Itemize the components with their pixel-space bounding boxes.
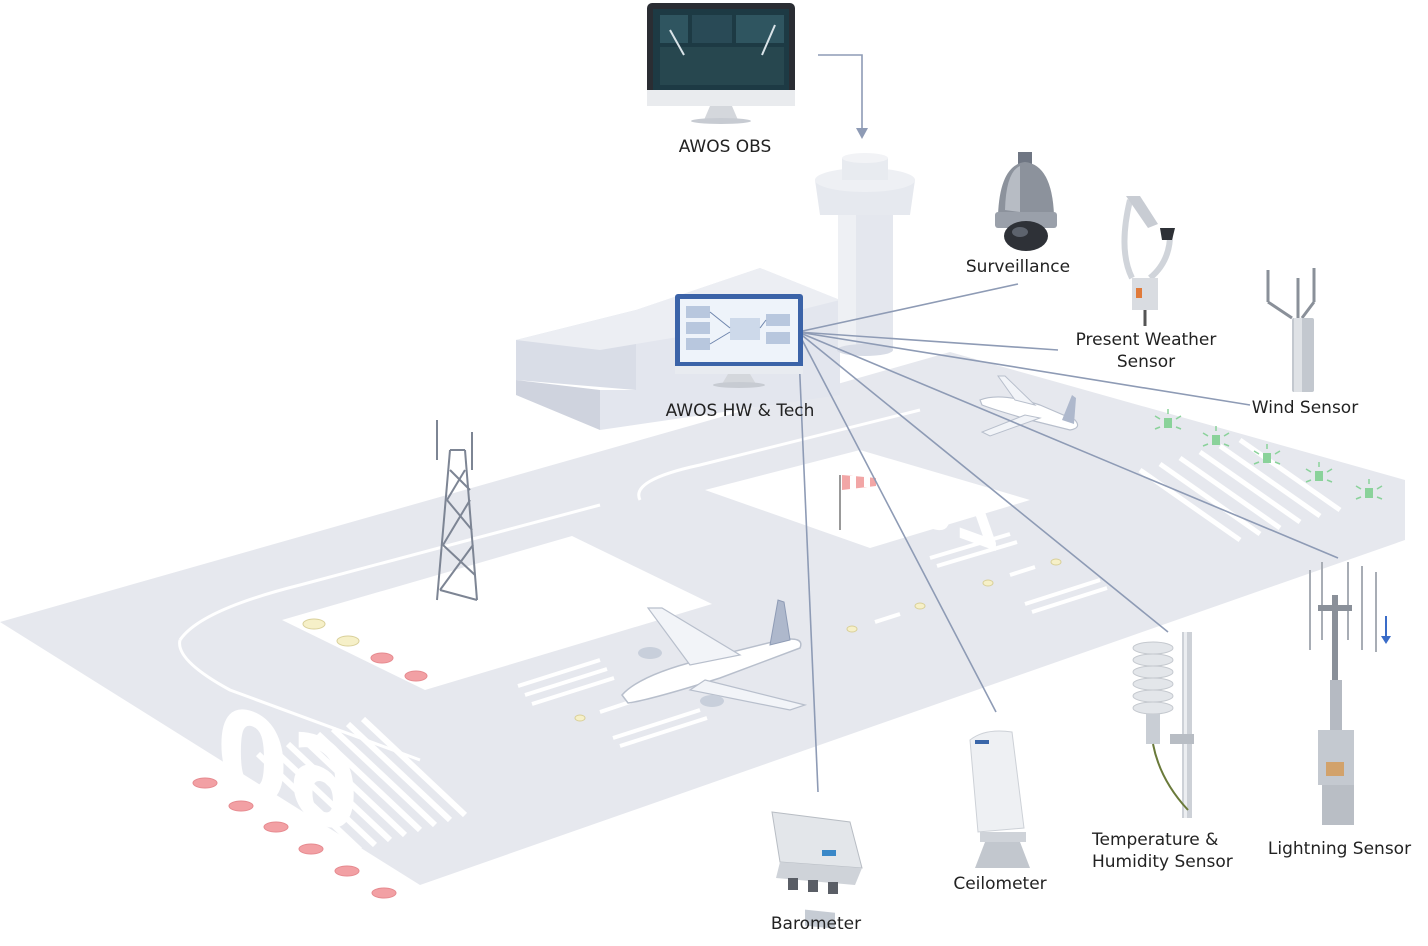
threshold-lights-green xyxy=(1154,409,1383,500)
arrow-down-icon xyxy=(856,128,868,139)
awos-hw-monitor xyxy=(675,294,803,388)
lightning-sensor xyxy=(1309,562,1377,825)
label-temperature-line1: Temperature & xyxy=(1092,830,1219,850)
taxiway-curve-bottom xyxy=(178,639,421,762)
label-wind-sensor: Wind Sensor xyxy=(1251,398,1359,418)
label-present-weather-line1: Present Weather xyxy=(1075,330,1217,350)
taxiway-curve-left xyxy=(178,503,601,641)
label-surveillance: Surveillance xyxy=(965,257,1071,277)
edge-lights-yellow xyxy=(302,558,1062,722)
touchdown-stripes xyxy=(517,532,1108,748)
label-barometer: Barometer xyxy=(770,914,862,934)
airfield-ground xyxy=(0,352,1405,885)
wind-sensor xyxy=(1266,268,1316,392)
apron-right xyxy=(705,450,1030,548)
label-awos-obs: AWOS OBS xyxy=(678,137,772,157)
threshold-stripes-left xyxy=(255,716,468,853)
approach-lights-red xyxy=(192,652,428,899)
label-ceilometer: Ceilometer xyxy=(953,874,1047,894)
connection-lines xyxy=(797,54,1339,793)
airplane-large xyxy=(621,599,808,711)
label-temperature-humidity: Temperature & Humidity Sensor xyxy=(1092,829,1252,873)
label-present-weather: Present Weather Sensor xyxy=(1066,329,1226,373)
airplane-small xyxy=(979,375,1079,437)
label-present-weather-line2: Sensor xyxy=(1116,352,1176,372)
label-lightning-sensor: Lightning Sensor xyxy=(1267,839,1412,859)
lightning-arrow-icon xyxy=(1381,636,1391,644)
apron-left xyxy=(282,536,712,690)
awos-obs-monitor xyxy=(647,3,795,124)
radio-tower xyxy=(436,420,478,601)
taxiway-curve-mid xyxy=(637,408,921,501)
label-awos-hw-tech: AWOS HW & Tech xyxy=(665,401,815,421)
surveillance-camera xyxy=(995,152,1057,251)
control-tower xyxy=(815,153,915,356)
label-temperature-line2: Humidity Sensor xyxy=(1092,852,1233,872)
barometer xyxy=(771,811,863,929)
present-weather-sensor xyxy=(1121,196,1175,326)
windsock xyxy=(839,475,876,530)
temperature-humidity-sensor xyxy=(1132,632,1194,818)
ceilometer xyxy=(969,730,1030,868)
